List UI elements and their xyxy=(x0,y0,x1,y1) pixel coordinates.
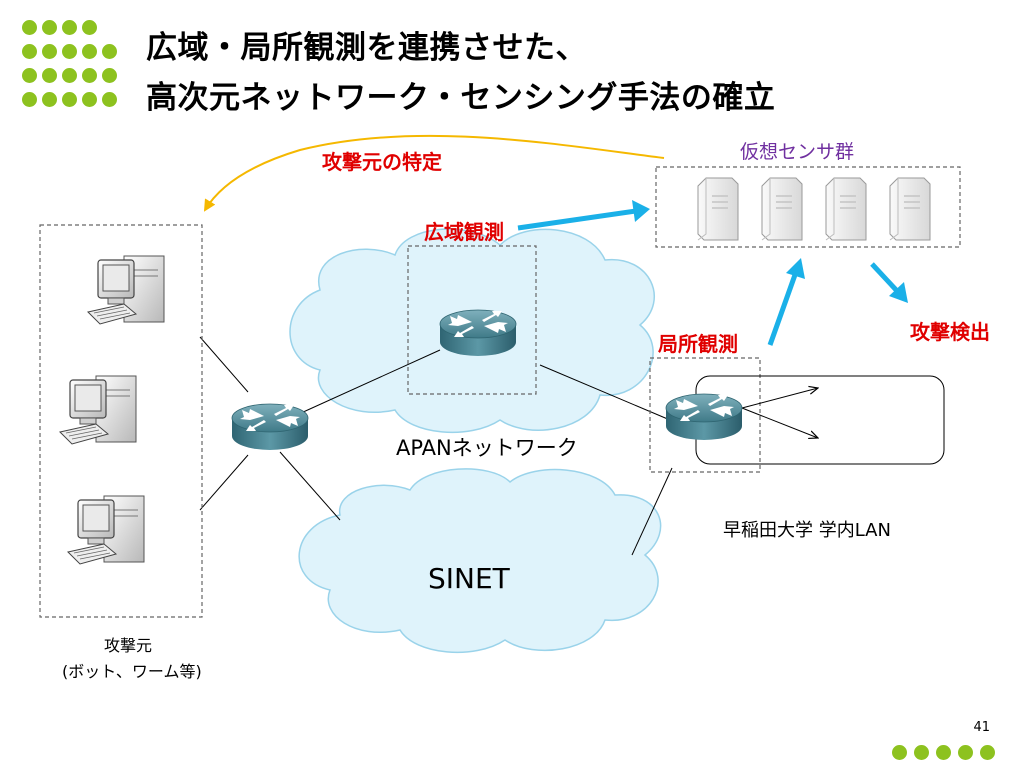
attacker-pc-icon-2 xyxy=(59,375,137,445)
slide-title-line-2: 高次元ネットワーク・センシング手法の確立 xyxy=(146,80,776,116)
attack-detection-arrow xyxy=(870,262,908,303)
local-observation-arrow xyxy=(767,258,805,346)
attackers-label-line-2: (ボット、ワーム等) xyxy=(62,662,202,681)
waseda-lan-label: 早稲田大学 学内LAN xyxy=(723,520,891,541)
apan-network-label: APANネットワーク xyxy=(396,436,578,460)
sinet-cloud xyxy=(298,468,662,654)
virtual-sensors-box xyxy=(655,166,961,248)
wide-area-observation-box xyxy=(407,245,537,395)
local-observation-label: 局所観測 xyxy=(658,332,738,356)
blue-arrows xyxy=(517,200,908,346)
page-number: 41 xyxy=(973,720,990,735)
sinet-label: SINET xyxy=(428,562,510,595)
footer-dot-row-decoration xyxy=(892,745,1002,763)
attacker-pc-icon-3 xyxy=(67,495,145,565)
network-links xyxy=(199,336,673,556)
attack-source-identify-arrow xyxy=(203,134,665,212)
attacker-pc-icon-1 xyxy=(87,255,165,325)
virtual-sensors-label: 仮想センサ群 xyxy=(740,141,855,163)
wide-area-observation-arrow xyxy=(517,200,650,231)
virtual-sensor-server-icon-2 xyxy=(761,177,803,241)
virtual-sensor-server-icon-4 xyxy=(889,177,931,241)
edge-router-icon xyxy=(231,403,309,451)
title-dot-grid-decoration xyxy=(22,20,132,110)
attack-detection-label: 攻撃検出 xyxy=(910,320,990,344)
waseda-router-icon xyxy=(665,393,743,441)
slide-title-line-1: 広域・局所観測を連携させた、 xyxy=(146,30,587,66)
apan-router-icon xyxy=(439,309,517,357)
attackers-group-box xyxy=(39,224,203,618)
virtual-sensor-server-icon-1 xyxy=(697,177,739,241)
virtual-sensor-server-icon-3 xyxy=(825,177,867,241)
attackers-label-line-1: 攻撃元 xyxy=(104,636,153,655)
attack-source-identify-label: 攻撃元の特定 xyxy=(322,150,442,174)
wide-area-observation-label: 広域観測 xyxy=(424,220,504,244)
